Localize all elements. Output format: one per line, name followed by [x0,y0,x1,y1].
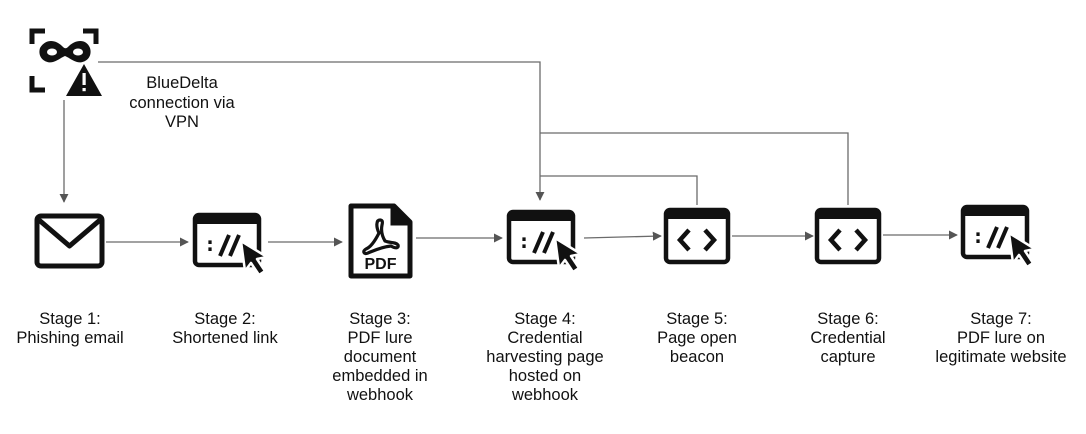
browser-url-cursor-icon: : [192,212,269,277]
threat-actor-mask-warning-icon [29,28,102,96]
stage-label-line: hosted on [508,367,582,385]
stage-label-line: embedded in [332,367,428,385]
vpn-connection-label: BlueDelta connection via VPN [112,74,252,133]
loop-stage-6-to-stage-4 [540,132,849,205]
stage-label-line: Stage 2: [194,310,256,328]
pdf-document-icon: PDF [348,203,413,279]
stage-label-line: PDF lure on [956,329,1046,347]
pdf-icon-text: PDF [365,256,397,273]
stage-3-label: Stage 3: PDF lure document embedded in w… [315,310,445,405]
svg-text::: : [972,224,984,248]
code-window-icon [663,207,731,265]
vpn-label-line: VPN [165,113,199,131]
stage-label-line: Page open [657,329,737,347]
arrow-vpn-to-stage-4 [98,61,545,201]
loop-stage-5-to-stage-4 [540,175,698,205]
svg-text::: : [204,232,216,256]
stage-label-line: Shortened link [172,329,278,347]
vpn-label-line: connection via [129,93,235,112]
stage-label-line: Stage 6: [817,310,879,328]
stage-label-line: harvesting page [486,348,604,366]
vpn-label-line: BlueDelta [146,74,218,92]
stage-label-line: Credential [810,329,886,347]
stage-1-label: Stage 1: Phishing email [5,310,135,348]
stage-4-label: Stage 4: Credential harvesting page host… [475,310,615,405]
stage-label-line: webhook [346,386,414,404]
svg-text::: : [518,229,530,253]
stage-label-line: Stage 3: [349,310,411,328]
stage-label-line: Stage 7: [970,310,1032,328]
stage-label-line: capture [820,348,876,366]
stage-label-line: Stage 5: [666,310,728,328]
stage-2-label: Stage 2: Shortened link [160,310,290,348]
stage-label-line: webhook [511,386,579,404]
arrow-stage-4-to-stage-5 [583,231,662,241]
envelope-icon [34,213,105,269]
code-window-icon [814,207,882,265]
stage-label-line: PDF lure [347,329,413,347]
stage-label-line: legitimate website [935,348,1067,366]
stage-label-line: document [343,348,417,366]
stage-label-line: beacon [669,348,725,366]
stage-label-line: Stage 1: [39,310,101,328]
connectors [59,61,958,247]
browser-url-cursor-icon: : [506,209,583,274]
stage-6-label: Stage 6: Credential capture [783,310,913,367]
stage-label-line: Stage 4: [514,310,576,328]
browser-url-cursor-icon: : [960,204,1037,269]
stage-7-label: Stage 7: PDF lure on legitimate website [921,310,1081,367]
stage-label-line: Phishing email [16,329,124,347]
stage-5-label: Stage 5: Page open beacon [632,310,762,367]
stage-label-line: Credential [507,329,583,347]
